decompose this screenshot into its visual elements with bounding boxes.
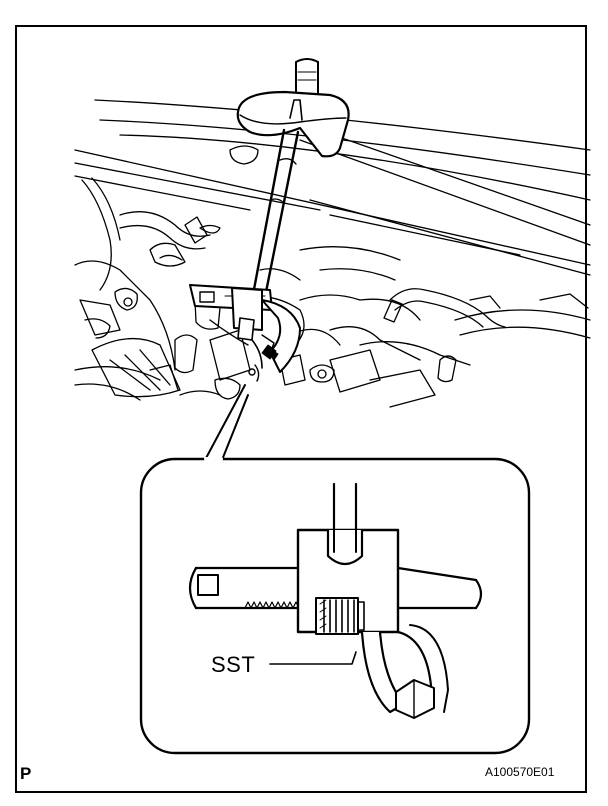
engine-bay [74, 99, 591, 408]
detail-inset [139, 457, 531, 755]
figure-code: A100570E01 [485, 765, 555, 779]
page-marker: P [20, 764, 32, 783]
special-service-tool-main [189, 58, 350, 382]
sst-label: SST [211, 652, 256, 677]
figure-frame [15, 25, 587, 793]
callout-leaders [204, 384, 249, 461]
sst-leader [269, 651, 357, 665]
